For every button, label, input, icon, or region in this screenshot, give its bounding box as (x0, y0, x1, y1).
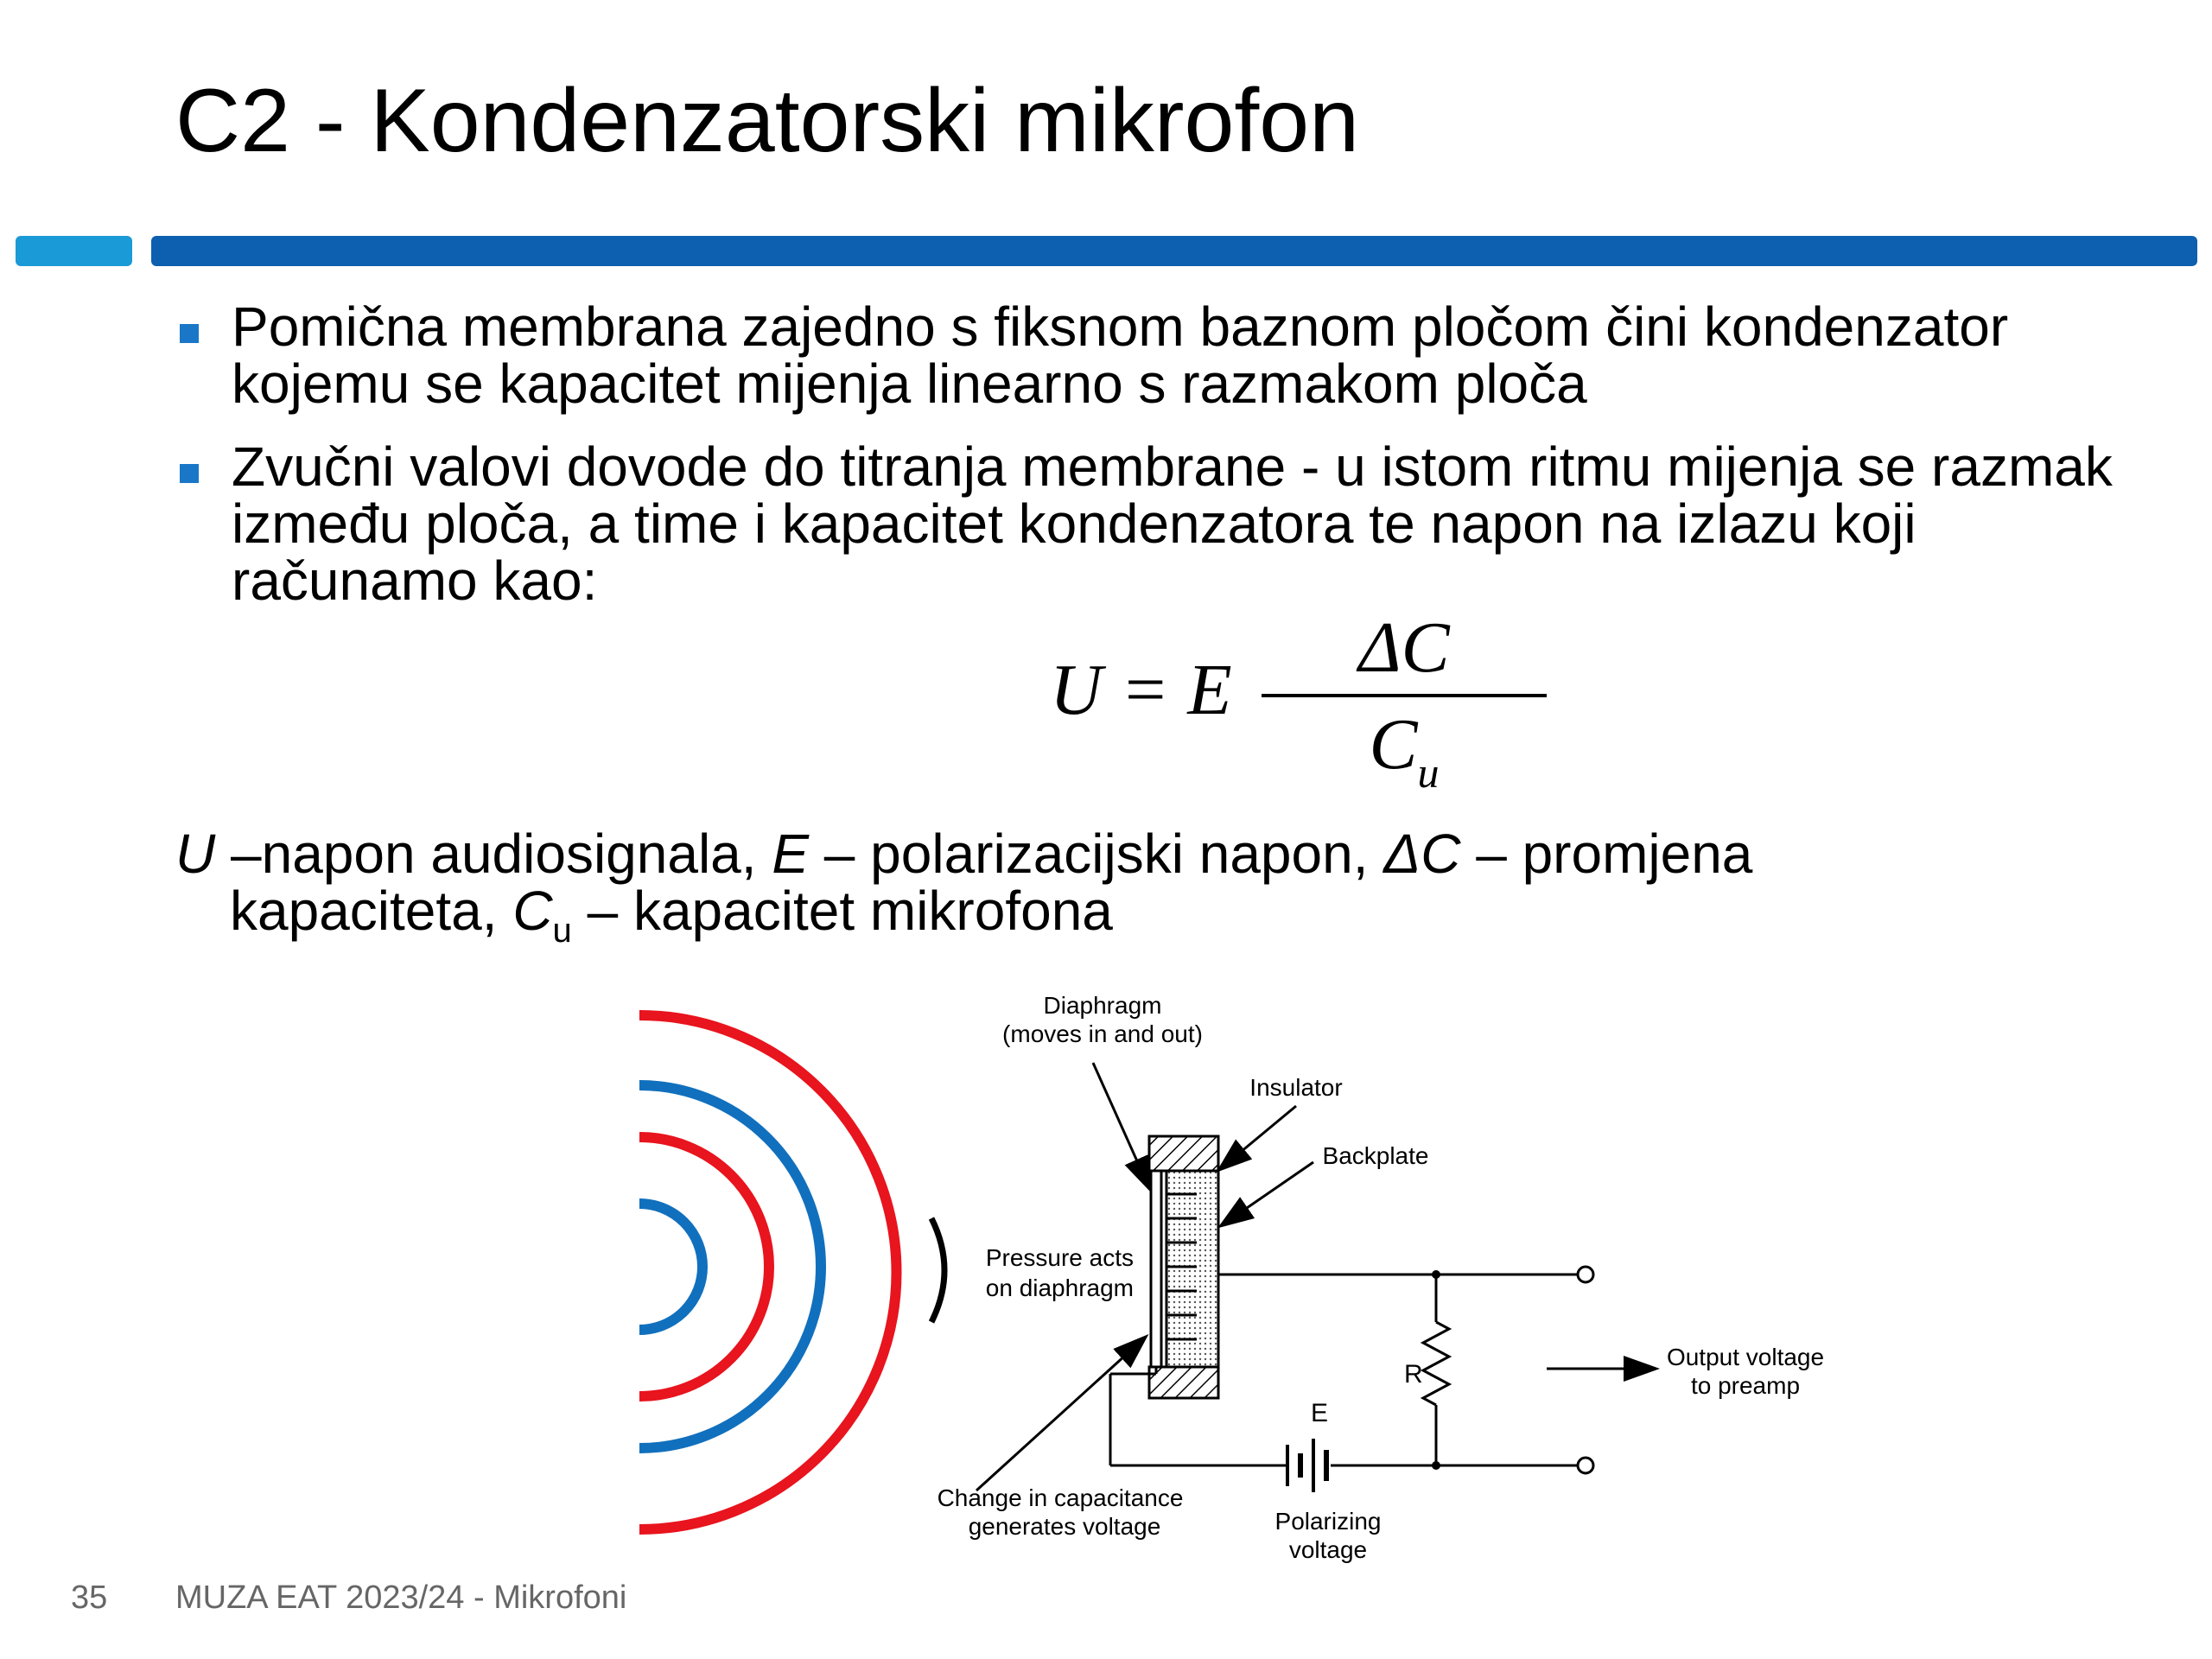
output-terminal-bottom (1576, 1456, 1595, 1475)
accent-bar (151, 236, 2197, 266)
label-backplate: Backplate (1323, 1142, 1429, 1169)
formula-numerator: ΔC (1358, 607, 1450, 688)
symbol-cu-sub: u (552, 912, 572, 950)
legend-line-1: U –napon audiosignala, E – polarizacijsk… (175, 825, 2163, 882)
desc-delta-c: – promjena (1460, 823, 1753, 885)
label-output-2: to preamp (1691, 1372, 1800, 1399)
legend-line-2: kapaciteta, Cu – kapacitet mikrofona (175, 882, 2163, 959)
fraction-line (1262, 694, 1547, 697)
label-pressure-2: on diaphragm (986, 1274, 1134, 1301)
label-diaphragm: Diaphragm (1044, 992, 1162, 1019)
condenser-mic-diagram: Diaphragm (moves in and out) Insulator B… (639, 992, 1824, 1563)
battery-icon (1286, 1439, 1329, 1492)
arrow-insulator (1216, 1104, 1297, 1173)
backplate (1165, 1169, 1220, 1369)
label-pressure-1: Pressure acts (986, 1244, 1134, 1271)
symbol-u: U (175, 823, 216, 885)
arrow-diaphragm (1091, 1062, 1152, 1193)
label-diaphragm-note: (moves in and out) (1002, 1020, 1203, 1047)
bullet-text: Pomična membrana zajedno s fiksnom bazno… (232, 296, 2009, 415)
symbol-e: E (772, 823, 809, 885)
legend-prefix: kapaciteta, (230, 880, 513, 942)
desc-cu: – kapacitet mikrofona (571, 880, 1113, 942)
insulator-bottom (1147, 1365, 1220, 1400)
arrow-change (975, 1333, 1149, 1492)
symbol-delta-c: ΔC (1383, 823, 1461, 885)
backplate-holes (1166, 1192, 1197, 1341)
label-polarizing-1: Polarizing (1275, 1508, 1382, 1535)
insulator-top (1147, 1135, 1220, 1173)
wave-arc-blue-2 (639, 1080, 826, 1453)
label-insulator: Insulator (1249, 1074, 1342, 1101)
label-change-1: Change in capacitance (938, 1484, 1184, 1511)
page-number: 35 (71, 1580, 108, 1616)
slide-title: C2 - Kondenzatorski mikrofon (175, 71, 1359, 171)
symbol-cu: C (512, 880, 553, 942)
denominator-sub: u (1417, 748, 1440, 797)
arrow-backplate (1217, 1160, 1314, 1229)
resistor-icon (1420, 1320, 1452, 1407)
bullet-list: Pomična membrana zajedno s fiksnom bazno… (177, 298, 2164, 635)
bullet-square-icon (180, 324, 199, 343)
wave-arc-outer-red (639, 1010, 902, 1535)
bullet-item: Zvučni valovi dovode do titranja membran… (177, 438, 2164, 609)
footer-text: MUZA EAT 2023/24 - Mikrofoni (175, 1580, 627, 1616)
wavefront-icon (928, 1217, 948, 1324)
label-change-2: generates voltage (969, 1513, 1161, 1540)
bullet-text: Zvučni valovi dovode do titranja membran… (232, 435, 2113, 612)
formula-denominator: Cu (1253, 702, 1555, 816)
desc-e: – polarizacijski napon, (809, 823, 1384, 885)
desc-u: –napon audiosignala, (215, 823, 772, 885)
bullet-square-icon (180, 464, 199, 483)
formula-legend: U –napon audiosignala, E – polarizacijsk… (175, 825, 2163, 959)
output-terminal-top (1576, 1265, 1595, 1284)
denominator-base: C (1369, 704, 1418, 785)
label-resistor: R (1404, 1360, 1423, 1389)
formula-lhs: U = E (1050, 650, 1232, 730)
wave-arc-inner-blue (639, 1198, 708, 1335)
bullet-item: Pomična membrana zajedno s fiksnom bazno… (177, 298, 2164, 412)
label-output-1: Output voltage (1667, 1344, 1824, 1370)
diaphragm (1149, 1169, 1163, 1369)
accent-bar-small (16, 236, 132, 266)
label-battery: E (1311, 1399, 1328, 1427)
label-polarizing-2: voltage (1289, 1536, 1367, 1563)
wave-arc-red-2 (639, 1132, 774, 1402)
